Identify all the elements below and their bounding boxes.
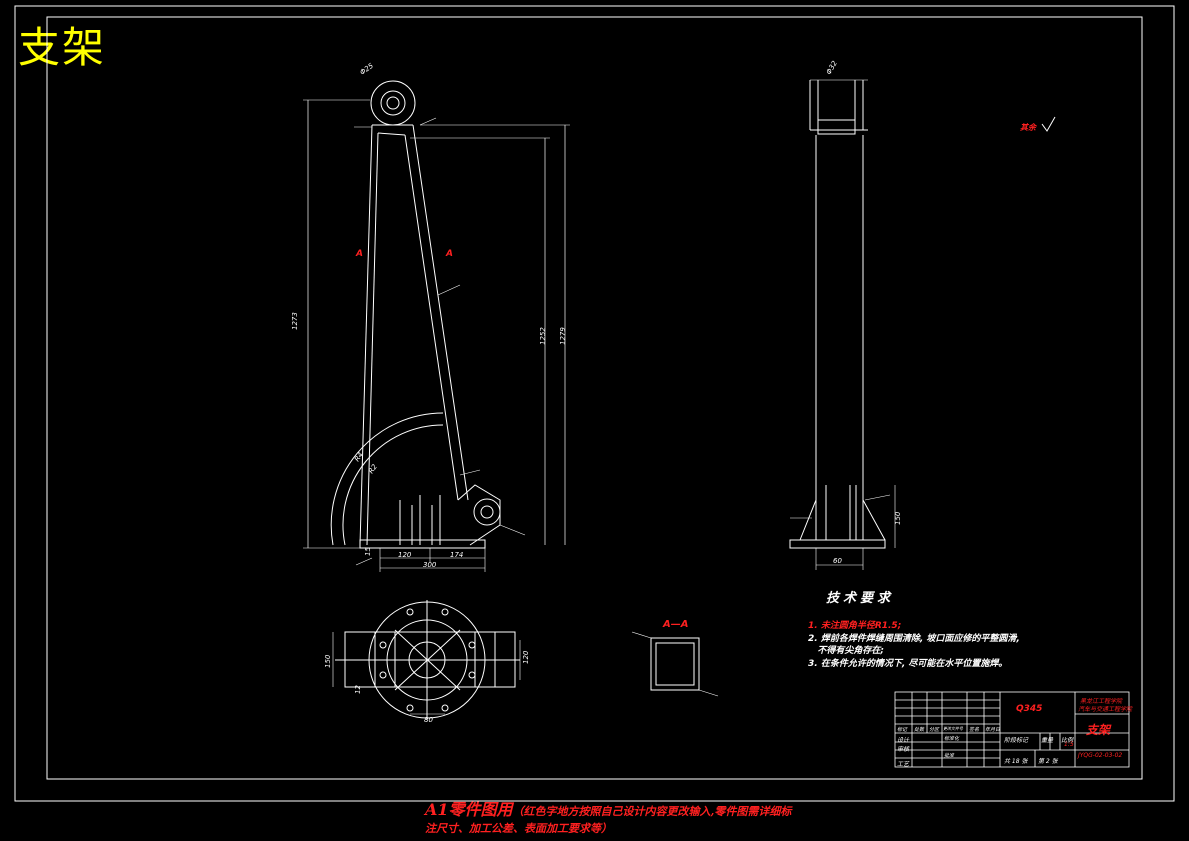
tb-school-line1: 黑龙江工程学院: [1080, 698, 1123, 705]
tb-role-process: 工艺: [897, 761, 910, 768]
dim-top-height2: 120: [522, 650, 530, 664]
drawing-title: 支架: [18, 23, 107, 72]
tb-scale-label: 比例: [1061, 737, 1074, 744]
dim-base-left: 120: [398, 551, 412, 559]
tb-role-design: 设计: [897, 737, 910, 744]
footer-main: A1零件图用: [425, 800, 513, 819]
tb-role-review: 审核: [897, 746, 910, 753]
title-block: [894, 691, 1130, 768]
tech-requirements-title: 技术要求: [826, 591, 895, 606]
surface-note: 其余: [1020, 122, 1038, 132]
dim-overall-height: 1273: [291, 312, 299, 330]
outer-border: [14, 5, 1175, 802]
side-view: [789, 79, 896, 570]
tb-row-label-1: 标记: [897, 727, 908, 733]
section-mark-right: A: [445, 249, 453, 259]
tb-sheets: 共 18 张: [1004, 758, 1028, 765]
tb-row-label-2: 处数: [914, 727, 925, 733]
roughness-symbol-icon: [1041, 116, 1056, 132]
dim-right-height: 1279: [559, 327, 567, 345]
inner-border: [46, 16, 1143, 780]
dim-radius-outer: R4: [353, 451, 365, 463]
tb-role-standard: 标准化: [944, 736, 960, 742]
tb-school-line2: 汽车与交通工程学院: [1078, 706, 1133, 713]
front-view: [303, 80, 570, 572]
tb-weight-label: 重量: [1041, 737, 1054, 744]
tb-scale: 1:5: [1064, 741, 1074, 748]
dim-side-base: 60: [833, 557, 842, 565]
tb-drawing-no: JYQG-02-03-02: [1078, 752, 1123, 759]
dim-base-total: 300: [423, 561, 437, 569]
footer-line2: 注尺寸、加工公差、表面加工要求等）: [425, 822, 612, 835]
tb-row-label-4: 更改文件号: [943, 726, 963, 731]
footer-line1: A1零件图用（红色字地方按照自己设计内容更改输入,零件图需详细标: [425, 796, 791, 820]
tech-item-1: 1. 未注圆角半径R1.5;: [808, 621, 902, 631]
dim-side-height: 150: [894, 511, 902, 525]
dim-top-width: 80: [424, 716, 433, 724]
dim-small-12: 12: [354, 685, 362, 694]
section-label: A—A: [662, 619, 688, 630]
tb-row-label-6: 年月日: [985, 727, 1001, 733]
top-view: [332, 600, 521, 720]
dim-phi-side: Φ32: [825, 59, 839, 76]
tb-stage-label: 阶段标记: [1004, 737, 1029, 744]
dim-phi-top: Φ25: [359, 62, 376, 77]
dim-base-right: 174: [450, 551, 463, 559]
section-mark-left: A: [355, 249, 363, 259]
dim-small-15: 15: [364, 547, 372, 556]
tb-part-name: 支架: [1086, 723, 1111, 737]
dim-top-height: 150: [324, 654, 332, 668]
footer-note: （红色字地方按照自己设计内容更改输入,零件图需详细标: [512, 805, 792, 818]
tech-item-3: 不得有尖角存在;: [808, 646, 884, 656]
tb-sheet-no: 第 2 张: [1038, 758, 1058, 765]
tb-row-label-5: 签名: [969, 727, 980, 733]
dim-inner-height: 1252: [539, 327, 547, 345]
section-a-a: [631, 631, 719, 697]
tech-item-2: 2. 焊前各焊件焊缝周围清除, 坡口面应修的平整圆滑,: [808, 634, 1020, 644]
tech-item-4: 3. 在条件允许的情况下, 尽可能在水平位置施焊。: [808, 659, 1008, 669]
tb-material: Q345: [1016, 704, 1043, 714]
tb-row-label-3: 分区: [929, 727, 940, 733]
tb-role-approve: 批准: [944, 753, 955, 759]
